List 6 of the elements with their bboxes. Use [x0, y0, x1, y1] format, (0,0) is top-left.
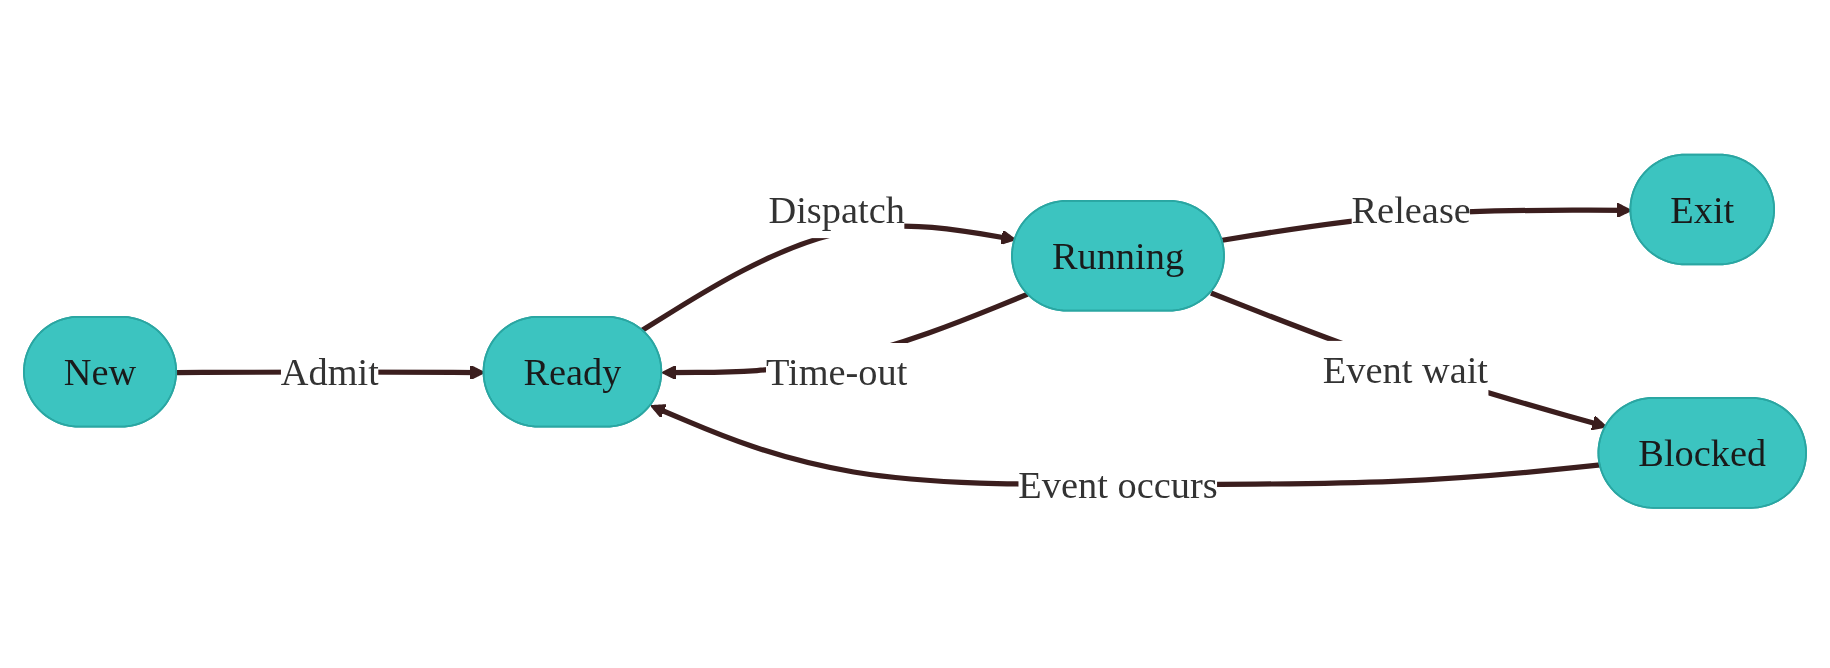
edge-label: Event wait	[1322, 347, 1489, 392]
edge-label: Release	[1351, 187, 1471, 232]
edge-label: Admit	[280, 349, 379, 394]
edge-label: Event occurs	[1018, 462, 1218, 507]
edge-label: Time-out	[765, 349, 908, 394]
edge-label: Dispatch	[768, 187, 905, 232]
